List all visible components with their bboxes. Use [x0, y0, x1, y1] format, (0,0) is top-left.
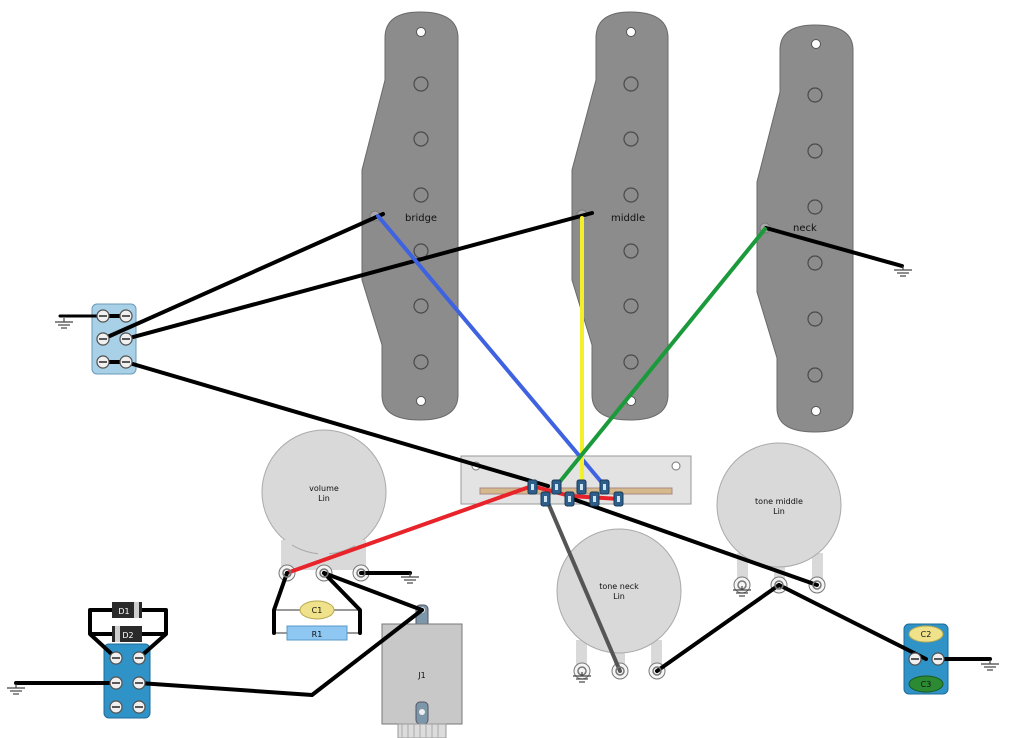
wire-switch-tone-middle[interactable]: [568, 496, 819, 587]
ground-icon: [893, 265, 913, 277]
wire-dpdt-to-jack[interactable]: [137, 608, 424, 697]
volume-pot-taper: Lin: [318, 494, 330, 503]
pot-lug-holes: [282, 568, 822, 676]
wire-bridge-to-dpdt[interactable]: [101, 212, 385, 341]
diode-d2[interactable]: D2: [90, 626, 166, 642]
capacitor-c1-label: C1: [312, 606, 323, 615]
wire-neck-ground[interactable]: [764, 226, 904, 268]
capacitor-c3-label: C3: [921, 680, 932, 689]
ground-icon: [54, 317, 74, 329]
wire-dpdt-to-switch[interactable]: [124, 360, 550, 488]
ground-icon: [980, 659, 1000, 671]
volume-pot-name: volume: [309, 484, 339, 493]
pickup-label-neck: neck: [793, 223, 817, 234]
wire-switch-tone-neck[interactable]: [544, 496, 622, 673]
capacitor-c2[interactable]: C2: [908, 625, 944, 643]
tone-neck-pot-name: tone neck: [599, 582, 639, 591]
diode-d1[interactable]: D1: [90, 602, 166, 618]
diode-d2-label: D2: [122, 631, 133, 640]
wire-blue[interactable]: [376, 214, 605, 486]
tone-middle-pot-name: tone middle: [755, 497, 803, 506]
pickup-middle[interactable]: middle: [571, 11, 669, 421]
wires: [14, 211, 992, 697]
wire-red-volume[interactable]: [285, 484, 534, 575]
tone-neck-pot[interactable]: tone neck Lin: [556, 528, 682, 680]
switch-lugs: [527, 479, 624, 507]
ground-icon: [6, 683, 26, 695]
output-jack[interactable]: J1: [381, 604, 463, 738]
wire-middle-to-dpdt[interactable]: [124, 211, 594, 341]
diode-d1-label: D1: [118, 607, 129, 616]
tone-neck-pot-taper: Lin: [613, 592, 625, 601]
pickup-neck[interactable]: neck: [756, 24, 854, 433]
pickup-label-middle: middle: [611, 213, 645, 224]
capacitor-c1[interactable]: C1: [274, 600, 360, 620]
resistor-r1-label: R1: [312, 630, 323, 639]
jack-label: J1: [417, 671, 425, 680]
resistor-r1[interactable]: R1: [274, 625, 360, 641]
capacitor-c2-label: C2: [921, 630, 932, 639]
wire-green[interactable]: [556, 227, 767, 486]
capacitor-c3[interactable]: C3: [908, 675, 944, 693]
pickup-label-bridge: bridge: [405, 213, 437, 224]
volume-pot[interactable]: volume Lin: [261, 429, 387, 582]
tone-middle-pot-taper: Lin: [773, 507, 785, 516]
